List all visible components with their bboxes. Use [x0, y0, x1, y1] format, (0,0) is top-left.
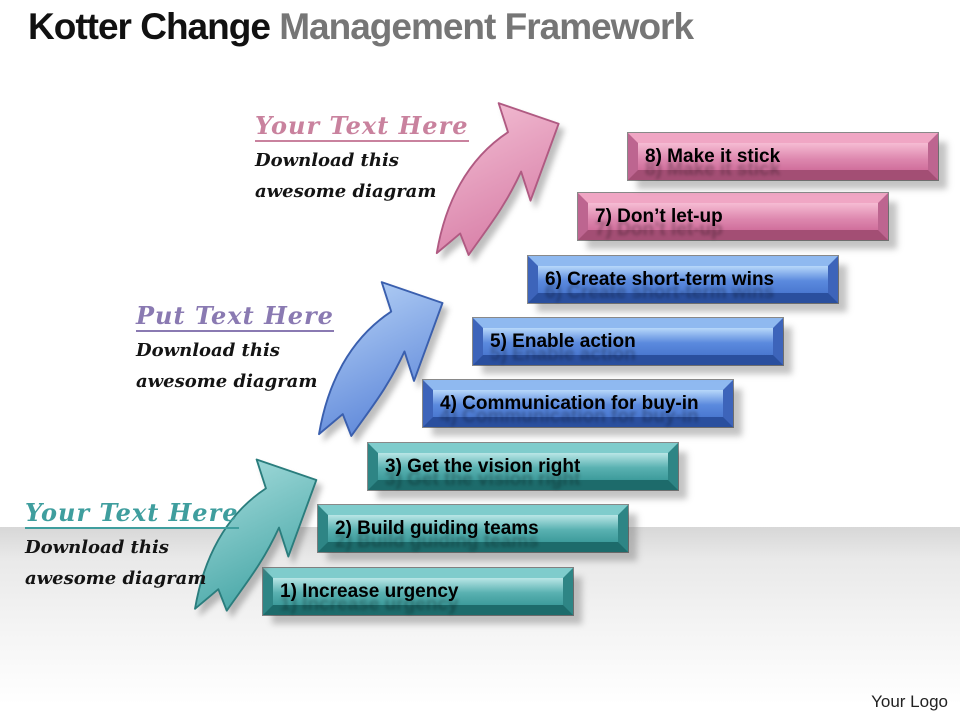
step-bar-6: 6) Create short-term wins: [527, 255, 839, 304]
step-bar-2: 2) Build guiding teams: [317, 504, 629, 553]
step-bar-5: 5) Enable action: [472, 317, 784, 366]
footer-logo-text: Your Logo: [871, 692, 948, 711]
note-body-line1: Download this: [255, 150, 399, 172]
note-middle: Put Text Here Download this awesome diag…: [136, 302, 334, 398]
note-body: Download this awesome diagram: [25, 533, 239, 594]
note-bottom: Your Text Here Download this awesome dia…: [25, 499, 239, 595]
step-label: 6) Create short-term wins: [545, 268, 775, 290]
step-bar-3: 3) Get the vision right: [367, 442, 679, 491]
title-primary: Kotter Change: [28, 6, 271, 47]
note-body-line2: awesome diagram: [255, 180, 437, 202]
step-bar-1: 1) Increase urgency: [262, 567, 574, 616]
background-band: [0, 527, 960, 705]
title-secondary: Management Framework: [279, 6, 694, 47]
note-body-line2: awesome diagram: [136, 370, 318, 392]
step-bar-8: 8) Make it stick: [627, 132, 939, 181]
note-body-line2: awesome diagram: [25, 567, 207, 589]
step-label: 1) Increase urgency: [280, 580, 459, 602]
page-title: Kotter Change Management Framework: [28, 6, 694, 48]
note-body: Download this awesome diagram: [136, 336, 334, 397]
step-bar-4: 4) Communication for buy-in: [422, 379, 734, 428]
step-label: 2) Build guiding teams: [335, 517, 539, 539]
step-label: 7) Don’t let-up: [595, 205, 723, 227]
note-heading: Your Text Here: [25, 499, 239, 530]
step-label: 8) Make it stick: [645, 145, 781, 167]
curved-arrow-blue-icon: [300, 274, 452, 446]
note-body: Download this awesome diagram: [255, 146, 469, 207]
note-top: Your Text Here Download this awesome dia…: [255, 112, 469, 208]
note-heading: Put Text Here: [136, 302, 334, 333]
step-label: 4) Communication for buy-in: [440, 392, 699, 414]
step-bar-7: 7) Don’t let-up: [577, 192, 889, 241]
step-label: 5) Enable action: [490, 330, 636, 352]
curved-arrow-pink-icon: [418, 90, 568, 270]
note-body-line1: Download this: [136, 340, 280, 362]
step-label: 3) Get the vision right: [385, 455, 581, 477]
curved-arrow-teal-icon: [172, 452, 330, 620]
note-body-line1: Download this: [25, 537, 169, 559]
note-heading: Your Text Here: [255, 112, 469, 143]
